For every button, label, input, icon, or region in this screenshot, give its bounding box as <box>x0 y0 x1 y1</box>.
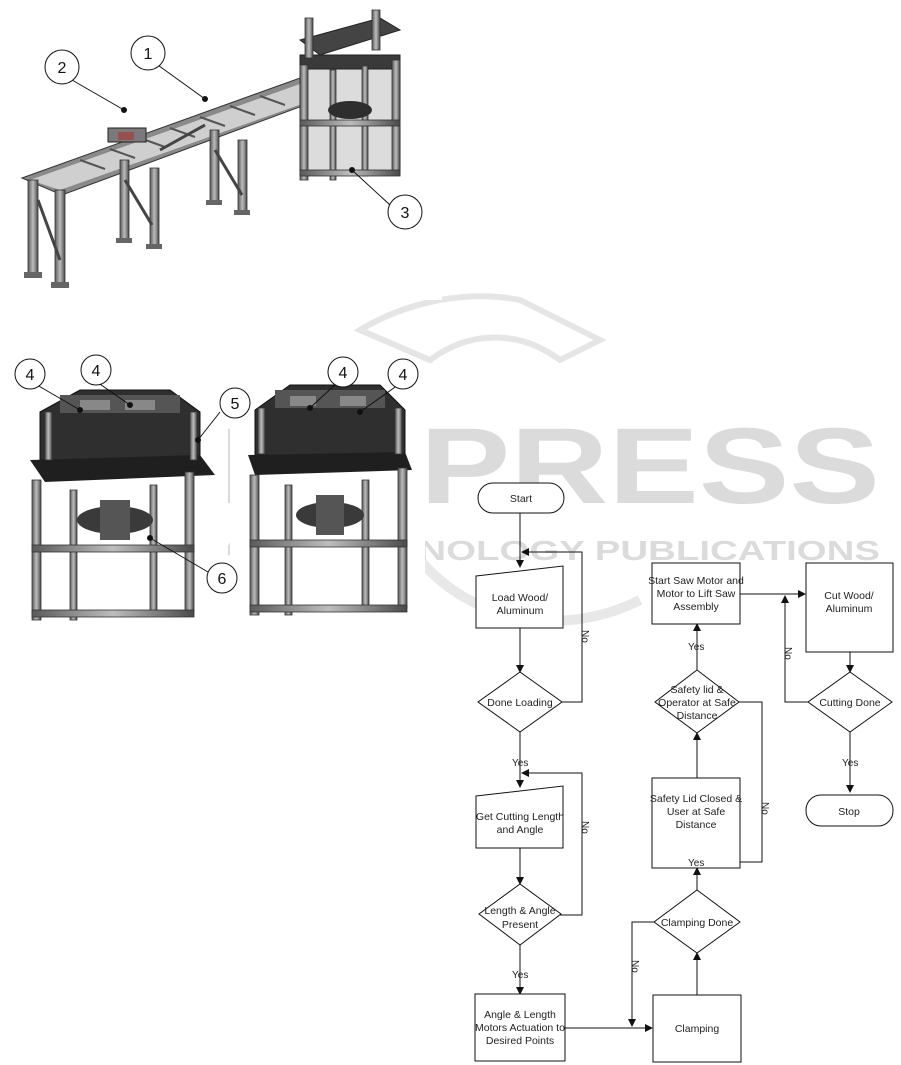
callout-4a: 4 <box>26 367 35 384</box>
edge-label-yes-clamping: Yes <box>688 858 704 869</box>
label-actuation-3: Desired Points <box>486 1035 554 1047</box>
label-cut-2: Aluminum <box>826 603 873 615</box>
label-start: Start <box>510 493 532 505</box>
saw-cabinet-renders: 4 4 5 6 4 4 <box>6 354 425 642</box>
callout-3: 3 <box>401 205 410 222</box>
node-start-saw <box>651 562 741 625</box>
label-safety-closed-1: Safety Lid Closed & <box>650 793 742 805</box>
label-safety-lid-3: Distance <box>677 710 718 722</box>
label-safety-closed-3: Distance <box>676 819 717 831</box>
edge-label-yes-cutting: Yes <box>842 758 858 769</box>
node-start <box>477 482 565 514</box>
edge-label-yes-length: Yes <box>512 970 528 981</box>
callout-4b: 4 <box>92 363 101 380</box>
edge-label-yes-loading: Yes <box>512 758 528 769</box>
edge-label-no-cutting: No <box>782 647 793 660</box>
callout-5: 5 <box>231 396 240 413</box>
label-start-saw-3: Assembly <box>673 601 719 613</box>
label-load-1: Load Wood/ <box>492 592 549 604</box>
callout-4d: 4 <box>399 367 408 384</box>
label-safety-closed-2: User at Safe <box>667 806 726 818</box>
machine-overview-render: 1 2 3 <box>2 2 442 300</box>
node-length-angle-present <box>478 883 562 946</box>
callout-4c: 4 <box>339 365 348 382</box>
edge-label-no-length: No <box>579 821 590 834</box>
edge-label-no-clamping: No <box>629 960 640 973</box>
label-actuation-1: Angle & Length <box>484 1009 556 1021</box>
node-load-material <box>475 565 564 629</box>
node-get-cutting <box>475 785 564 849</box>
label-get-cutting-1: Get Cutting Length <box>476 811 564 823</box>
node-motors-actuation <box>474 993 566 1062</box>
edge-label-no-safety: No <box>759 802 770 815</box>
label-load-2: Aluminum <box>497 605 544 617</box>
label-clamping-done: Clamping Done <box>661 917 734 929</box>
label-done-loading: Done Loading <box>487 697 553 709</box>
node-done-loading <box>477 671 563 733</box>
label-safety-lid-2: Operator at Safe <box>658 697 736 709</box>
flowchart <box>474 482 894 1063</box>
label-actuation-2: Motors Actuation to <box>475 1022 565 1034</box>
saw-cabinet-right <box>230 370 425 638</box>
callout-1: 1 <box>144 46 153 63</box>
callout-2: 2 <box>58 60 67 77</box>
edge-label-no-loading: No <box>579 630 590 643</box>
node-cutting-done <box>807 671 893 733</box>
label-start-saw-2: Motor to Lift Saw <box>657 588 736 600</box>
label-get-cutting-2: and Angle <box>497 824 544 836</box>
node-clamping-done <box>653 889 741 954</box>
node-safety-operator <box>654 669 740 734</box>
flowchart-text: Start Load Wood/ Aluminum Done Loading G… <box>475 493 881 1047</box>
label-start-saw-1: Start Saw Motor and <box>648 575 744 587</box>
node-cut <box>805 562 894 653</box>
callout-6: 6 <box>218 571 227 588</box>
node-stop <box>805 794 894 827</box>
label-length-angle-2: Present <box>502 919 538 931</box>
label-cutting-done: Cutting Done <box>819 697 880 709</box>
label-cut-1: Cut Wood/ <box>824 590 873 602</box>
saw-cabinet-left <box>6 370 228 642</box>
node-clamping <box>652 994 742 1063</box>
edge-label-yes-safety: Yes <box>688 642 704 653</box>
label-safety-lid-1: Safety lid & <box>670 684 723 696</box>
label-length-angle-1: Length & Angle <box>484 905 555 917</box>
label-clamping: Clamping <box>675 1023 720 1035</box>
label-stop: Stop <box>838 806 860 818</box>
node-safety-lid-closed <box>651 777 741 869</box>
flowchart-connectors <box>516 513 854 1032</box>
